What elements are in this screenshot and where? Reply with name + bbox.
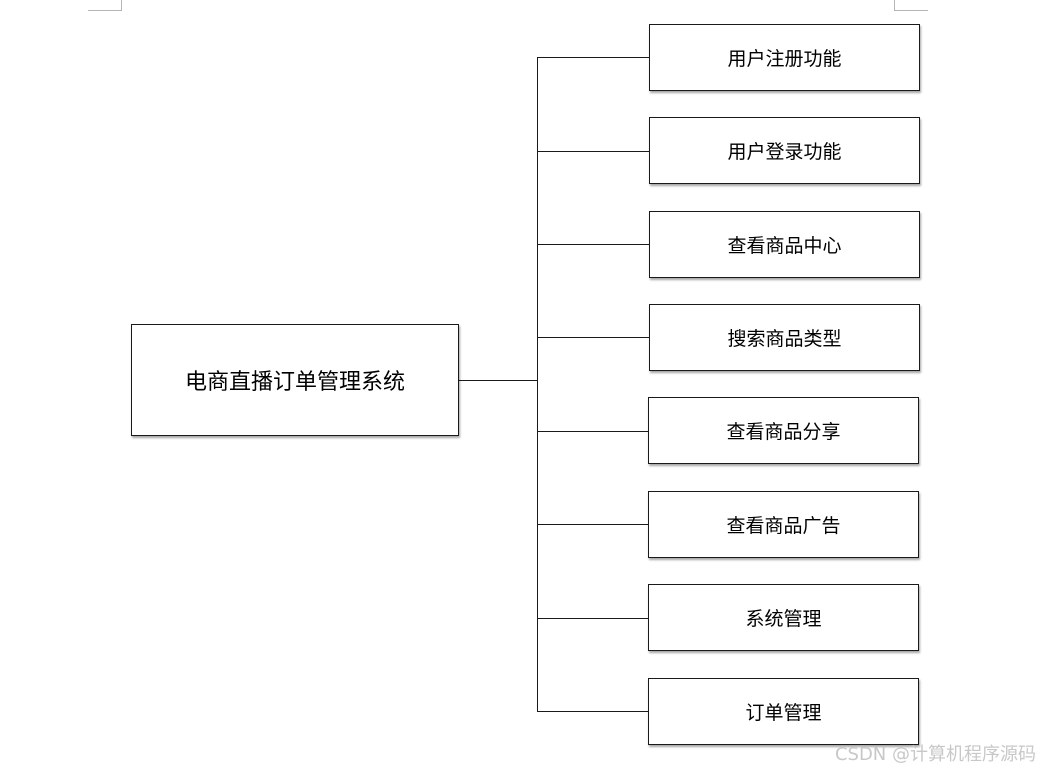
connector-branch	[537, 337, 650, 338]
child-node: 搜索商品类型	[649, 304, 920, 371]
child-node: 用户登录功能	[649, 117, 920, 184]
connector-root	[459, 380, 537, 381]
child-node-label: 系统管理	[745, 608, 822, 630]
child-node: 查看商品广告	[648, 491, 919, 558]
root-node-label: 电商直播订单管理系统	[184, 370, 405, 395]
connector-branch	[537, 244, 650, 245]
child-node: 用户注册功能	[649, 24, 920, 91]
child-node-label: 用户注册功能	[727, 48, 842, 70]
root-node: 电商直播订单管理系统	[131, 324, 459, 436]
connector-trunk	[537, 57, 538, 711]
child-node-label: 查看商品广告	[726, 515, 841, 537]
child-node: 订单管理	[648, 678, 919, 745]
crop-mark-right	[894, 0, 928, 11]
child-node: 系统管理	[648, 584, 919, 651]
connector-branch	[537, 431, 650, 432]
child-node-label: 查看商品分享	[726, 421, 841, 443]
connector-branch	[537, 524, 650, 525]
child-node: 查看商品分享	[648, 397, 919, 464]
connector-branch	[537, 711, 649, 712]
connector-branch	[537, 151, 650, 152]
child-node-label: 订单管理	[745, 702, 822, 724]
child-node-label: 查看商品中心	[727, 235, 842, 257]
crop-mark-left	[88, 0, 122, 11]
child-node-label: 用户登录功能	[727, 141, 842, 163]
connector-branch	[537, 57, 650, 58]
connector-branch	[537, 618, 649, 619]
child-node-label: 搜索商品类型	[727, 328, 842, 350]
child-node: 查看商品中心	[649, 211, 920, 278]
watermark-text: CSDN @计算机程序源码	[834, 744, 1036, 765]
